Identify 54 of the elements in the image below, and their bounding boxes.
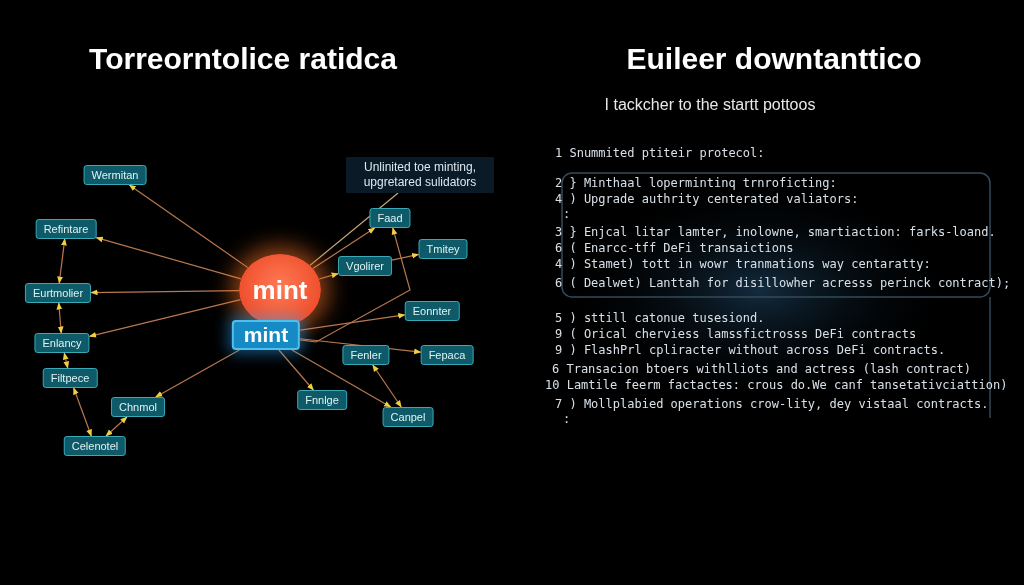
arrow [391,252,420,261]
arrow [73,387,92,437]
panel-title: Torreorntolice ratidca [89,42,397,76]
arrow [155,349,240,398]
arrow [372,364,402,408]
subtitle: I tackcher to the startt pottoos [604,96,816,114]
node-box: Tmitey [418,239,468,259]
node-box: Eurtmolier [24,283,92,303]
code-line: 1 Snummited ptiteir protecol: [555,146,765,160]
panel-title: Euileer downtanttico [626,42,922,76]
node-box: Vgolirer [338,256,392,276]
node-box: Fenler [342,345,390,365]
code-line: 3 } Enjcal litar lamter, inolowne, smartiaction: farks-loand. [555,225,996,239]
node-box: Eonnter [404,301,460,321]
code-line: 2 } Minthaal lopermintinq trnroficting: [555,176,837,190]
code-line: 4 ) Upgrade authrity centerated valiators: [555,192,859,206]
code-line: 6 ( Dealwet) Lanttah for disillowher acresss perinck contract); [555,276,1011,290]
node-box: Refintare [35,219,97,239]
arrow [62,352,70,369]
code-line: 10 Lamtile feerm factactes: crous do.We canf tansetativciattion) [545,378,1008,392]
arrow [90,289,240,296]
node-box: Faad [369,208,411,228]
leader-line [309,192,399,266]
code-line: 4 ) Stamet) tott in wowr tranmations way centaratty: [555,257,931,271]
arrow [57,238,67,284]
code-line: 9 ) FlashPrl cpliracter without across DeFi contracts. [555,343,946,357]
node-box: Enlancy [34,333,90,353]
arrow [88,299,242,338]
arrow [105,416,128,437]
code-line: : [563,207,571,221]
code-line: 9 ( Orical cherviess lamssfictrosss DeFi contracts [555,327,917,341]
code-line: 6 ( Enarcc-tff DeFi transaictions [555,241,794,255]
code-line: 6 Transacion btoers withlliots and actress (lash contract) [552,362,972,376]
arrow [291,349,392,408]
mint-box: mint [231,320,301,350]
node-box: Fepaca [420,345,474,365]
node-box: Fnnlge [297,390,347,410]
code-line: : [563,412,571,426]
node-box: Celenotel [63,436,127,456]
node-box: Chnmol [111,397,165,417]
node-box: Filtpece [42,368,98,388]
arrow [312,227,376,270]
node-box: Canpel [382,407,434,427]
arrow [299,227,411,343]
arrow [318,272,339,280]
arrow [299,313,406,331]
arrow [56,302,64,334]
code-line: 7 ) Mollplabied operations crow-lity, dey vistaal contracts. [555,397,989,411]
code-line: 5 ) sttill catonue tusesiond. [555,311,765,325]
note-box: Unlinited toe minting, upgretared sulidators [346,157,494,193]
node-box: Wermitan [83,165,147,185]
arrow [278,349,314,391]
arrow [128,184,249,269]
arrow [95,236,242,280]
